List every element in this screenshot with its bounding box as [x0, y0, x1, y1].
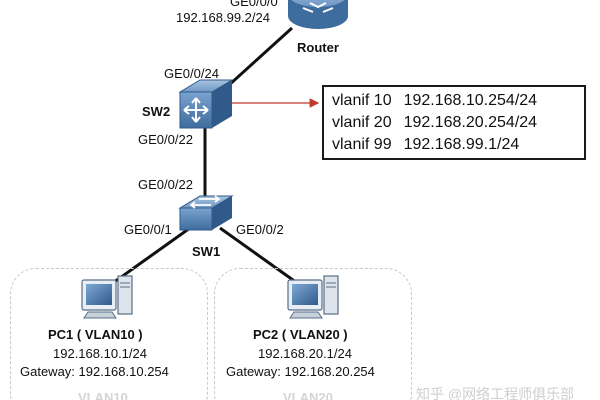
sw2-uplink-port-label: GE0/0/24: [164, 66, 219, 81]
vlan10-area: [10, 268, 208, 400]
pc2-computer-icon: [287, 275, 339, 319]
pc1-ip: 192.168.10.1/24: [53, 346, 147, 361]
sw2-name: SW2: [142, 104, 171, 119]
sw2-l3-switch-icon: [178, 79, 234, 129]
sw1-l2-switch-icon: [178, 195, 234, 231]
vlan20-area: [214, 268, 412, 400]
sw1-port-right-label: GE0/0/2: [236, 222, 284, 237]
vlan20-tag: VLAN20: [283, 390, 333, 400]
watermark: 知乎 @网络工程师俱乐部: [416, 386, 575, 400]
pc1-name: PC1 ( VLAN10 ): [48, 327, 143, 342]
router-icon: [288, 0, 348, 29]
sw1-port-left-label: GE0/0/1: [124, 222, 172, 237]
pc2-name: PC2 ( VLAN20 ): [253, 327, 348, 342]
router-port-label: GE0/0/0: [230, 0, 278, 9]
pc1-computer-icon: [81, 275, 133, 319]
sw1-name: SW1: [192, 244, 221, 259]
router-ip-label: 192.168.99.2/24: [176, 10, 270, 25]
sw1-uplink-port-label: GE0/0/22: [138, 177, 193, 192]
pc1-gateway: Gateway: 192.168.10.254: [20, 364, 169, 379]
pc2-gateway: Gateway: 192.168.20.254: [226, 364, 375, 379]
link-sw1-pc2: [219, 226, 301, 287]
sw2-downlink-port-label: GE0/0/22: [138, 132, 193, 147]
router-name: Router: [297, 40, 339, 55]
pc2-ip: 192.168.20.1/24: [258, 346, 352, 361]
vlan10-tag: VLAN10: [78, 390, 128, 400]
